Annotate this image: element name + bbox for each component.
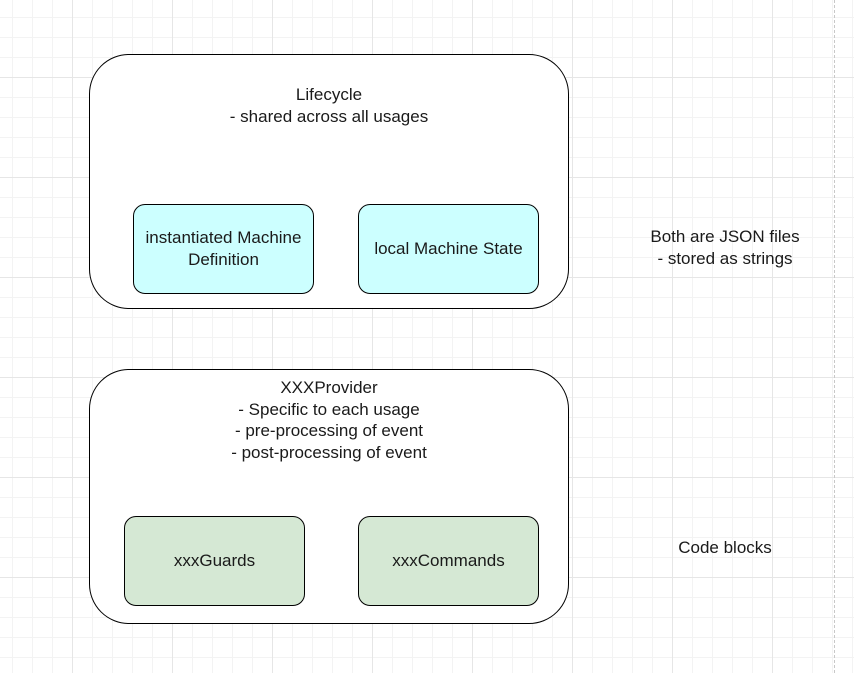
provider-description-line: - pre-processing of event bbox=[234, 421, 424, 440]
code-blocks-note[interactable]: Code blocks bbox=[655, 537, 795, 559]
guards-label: xxxGuards bbox=[173, 551, 256, 570]
machine-state-box[interactable]: local Machine State bbox=[358, 204, 539, 294]
commands-box[interactable]: xxxCommands bbox=[358, 516, 539, 606]
json-note-line: Both are JSON files bbox=[650, 227, 800, 246]
json-files-note[interactable]: Both are JSON files - stored as strings bbox=[635, 226, 815, 270]
machine-state-label: local Machine State bbox=[374, 239, 523, 258]
provider-description-line: - Specific to each usage bbox=[238, 399, 420, 419]
json-note-line: - stored as strings bbox=[657, 249, 793, 268]
machine-definition-label: instantiated Machine Definition bbox=[145, 228, 302, 269]
commands-label: xxxCommands bbox=[392, 551, 505, 570]
page-boundary-line bbox=[834, 0, 835, 673]
lifecycle-description: - shared across all usages bbox=[229, 106, 429, 126]
lifecycle-title: Lifecycle bbox=[295, 85, 363, 104]
provider-label: XXXProvider - Specific to each usage - p… bbox=[90, 377, 568, 463]
guards-box[interactable]: xxxGuards bbox=[124, 516, 305, 606]
code-note-line: Code blocks bbox=[678, 538, 772, 557]
provider-description-line: - post-processing of event bbox=[231, 442, 427, 462]
provider-title: XXXProvider bbox=[280, 378, 378, 397]
lifecycle-label: Lifecycle - shared across all usages bbox=[90, 84, 568, 127]
machine-definition-box[interactable]: instantiated Machine Definition bbox=[133, 204, 314, 294]
